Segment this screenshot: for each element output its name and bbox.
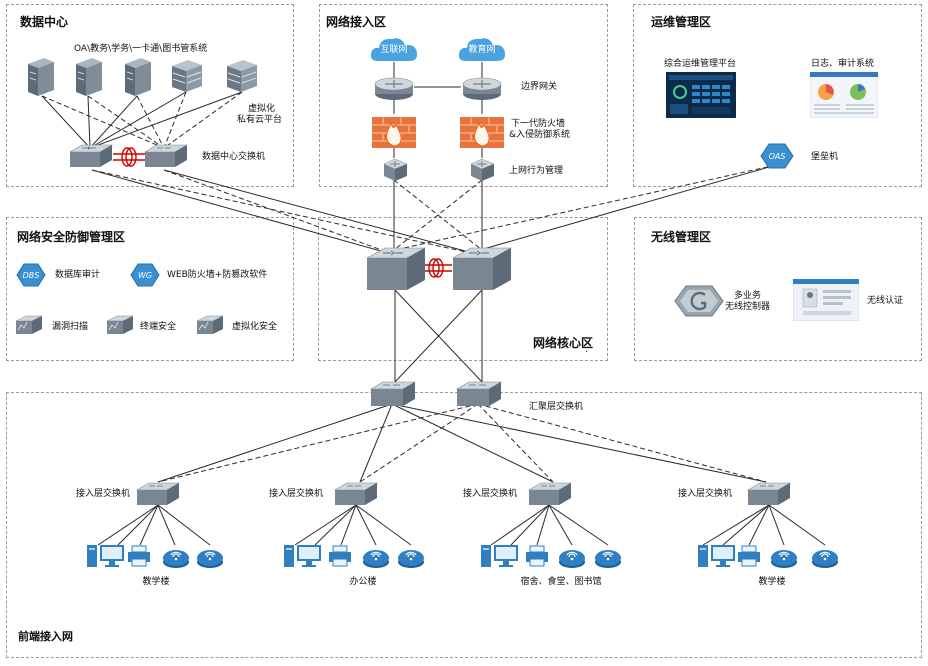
pc-tower-icon <box>87 545 97 567</box>
endpoint-security-icon <box>106 315 134 334</box>
behavior-mgmt-label: 上网行为管理 <box>509 166 564 176</box>
access-switch-icon <box>746 482 792 505</box>
printer-icon <box>329 545 351 567</box>
bastion-icon-text: OAS <box>768 152 786 161</box>
monitor-icon <box>100 545 124 567</box>
db-audit-icon <box>16 263 46 287</box>
firewall-label-2: &入侵防御系统 <box>509 130 571 140</box>
wireless-auth-screenshot-icon <box>793 279 859 321</box>
storage-server-icon <box>172 60 202 92</box>
ops-platform-label: 综合运维管理平台 <box>664 59 737 69</box>
endpoint-security-label: 终端安全 <box>140 322 177 332</box>
core-switch-icon <box>365 247 427 290</box>
cloud-edu-label: 教育网 <box>468 45 496 55</box>
zone-network-access <box>319 4 608 187</box>
wireless-ap-icon <box>771 550 797 568</box>
log-audit-screenshot-icon <box>810 72 878 118</box>
pc-tower-icon <box>698 545 708 567</box>
wireless-auth-label: 无线认证 <box>867 296 904 306</box>
pc-tower-icon <box>481 545 491 567</box>
datacenter-systems-label: OA\教务\学务\一卡通\图书管系统 <box>74 44 208 54</box>
ops-dashboard-screenshot-icon <box>666 72 736 118</box>
access-switch-label: 接入层交换机 <box>76 489 131 499</box>
log-audit-label: 日志、审计系统 <box>811 59 875 69</box>
server-tower-icon <box>28 58 54 96</box>
cloud-internet-label: 互联网 <box>380 45 408 55</box>
web-firewall-icon-text: WG <box>137 271 153 280</box>
monitor-icon <box>297 545 321 567</box>
printer-icon <box>526 545 548 567</box>
monitor-icon <box>711 545 735 567</box>
private-cloud-label: 私有云平台 <box>237 115 283 125</box>
aggregation-switch-icon <box>369 381 417 406</box>
aggregation-switch-label: 汇聚层交换机 <box>529 402 584 412</box>
wireless-controller-label-2: 无线控制器 <box>725 302 771 312</box>
printer-icon <box>738 545 760 567</box>
zone-title-core: 网络核心区 <box>533 336 594 350</box>
bastion-label: 堡垒机 <box>811 152 839 162</box>
wireless-ap-icon <box>812 550 838 568</box>
storage-server-icon <box>227 60 257 92</box>
building-label: 宿舍、食堂、图书馆 <box>520 577 602 587</box>
datacenter-switch-icon <box>68 144 114 167</box>
wireless-ap-icon <box>163 550 189 568</box>
wireless-ap-icon <box>559 550 585 568</box>
behavior-mgmt-device-icon <box>383 158 408 181</box>
wireless-controller-label-1: 多业务 <box>734 291 762 301</box>
firewall-icon <box>372 117 416 148</box>
vuln-scan-label: 漏洞扫描 <box>52 322 89 332</box>
web-firewall-label: WEB防火墙+防篡改软件 <box>167 270 268 280</box>
access-switch-label: 接入层交换机 <box>463 489 518 499</box>
printer-icon <box>128 545 150 567</box>
behavior-mgmt-device-icon <box>470 158 495 181</box>
zone-title-network-access: 网络接入区 <box>326 15 387 29</box>
cloud-icon <box>458 38 506 61</box>
access-switch-label: 接入层交换机 <box>678 489 733 499</box>
pc-tower-icon <box>284 545 294 567</box>
server-tower-icon <box>125 58 151 96</box>
access-switch-icon <box>527 482 573 505</box>
wireless-ap-icon <box>363 550 389 568</box>
bastion-host-icon <box>760 143 794 169</box>
zone-frontend-access <box>6 392 922 658</box>
zone-title-wireless: 无线管理区 <box>651 230 712 244</box>
zone-title-frontend: 前端接入网 <box>18 630 73 643</box>
access-switch-icon <box>333 482 379 505</box>
virtualization-label: 虚拟化 <box>248 104 276 114</box>
access-switch-icon <box>135 482 181 505</box>
virt-security-label: 虚拟化安全 <box>232 322 278 332</box>
virt-security-icon <box>196 315 224 334</box>
access-switch-label: 接入层交换机 <box>269 489 324 499</box>
firewall-label-1: 下一代防火墙 <box>511 119 566 129</box>
wireless-ap-icon <box>595 550 621 568</box>
aggregation-switch-icon <box>455 381 503 406</box>
router-icon <box>374 77 414 100</box>
zone-title-security: 网络安全防御管理区 <box>17 230 126 244</box>
db-audit-icon-text: DBS <box>22 271 40 280</box>
zone-title-datacenter: 数据中心 <box>20 15 69 29</box>
monitor-icon <box>494 545 518 567</box>
datacenter-switch-label: 数据中心交换机 <box>202 152 266 162</box>
wireless-ap-icon <box>197 550 223 568</box>
router-icon <box>462 77 502 100</box>
web-firewall-icon <box>130 263 160 287</box>
datacenter-switch-icon <box>143 144 189 167</box>
core-dot-mark: . <box>585 345 588 355</box>
building-label: 教学楼 <box>142 577 170 587</box>
db-audit-label: 数据库审计 <box>55 270 101 280</box>
wireless-controller-icon <box>674 285 724 317</box>
vuln-scan-icon <box>15 315 43 334</box>
wireless-ap-icon <box>398 550 424 568</box>
building-label: 教学楼 <box>758 577 786 587</box>
border-gateway-label: 边界网关 <box>521 82 558 92</box>
cloud-icon <box>370 38 418 61</box>
building-label: 办公楼 <box>349 577 377 587</box>
firewall-icon <box>460 117 504 148</box>
server-tower-icon <box>76 58 102 96</box>
core-switch-icon <box>451 247 513 290</box>
zone-title-ops: 运维管理区 <box>651 15 712 29</box>
